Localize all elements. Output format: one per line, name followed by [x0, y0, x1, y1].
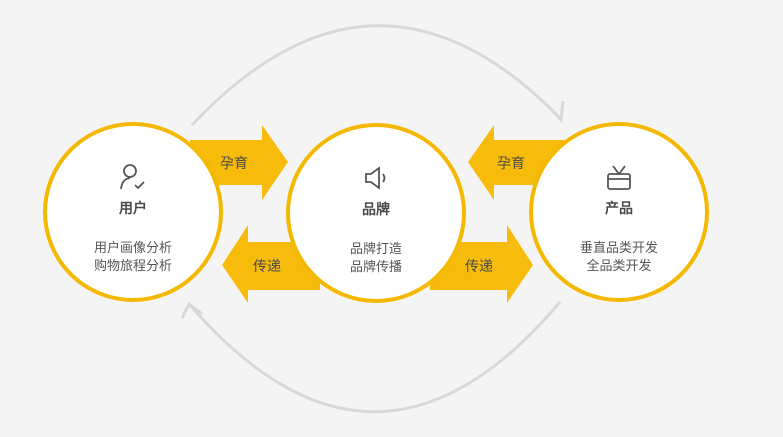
node-line: 全品类开发: [586, 259, 652, 274]
cycle-arrowhead-bottom: [180, 301, 203, 319]
node-product: 产品 垂直品类开发全品类开发: [529, 122, 709, 302]
speaker-icon: [290, 163, 462, 193]
cycle-arc-bottom: [188, 301, 562, 414]
cycle-arrowhead-top: [546, 100, 565, 124]
node-line: 垂直品类开发: [579, 241, 658, 256]
user-check-icon: [47, 162, 219, 192]
node-title: 用户: [119, 201, 147, 217]
node-brand: 品牌 品牌打造品牌传播: [286, 123, 466, 303]
node-user: 用户 用户画像分析购物旅程分析: [43, 122, 223, 302]
arrow-label-product-to-brand: 孕育: [497, 156, 525, 172]
node-title: 品牌: [362, 202, 390, 218]
node-title: 产品: [605, 201, 633, 217]
node-line: 用户画像分析: [93, 241, 172, 256]
arrow-label-brand-to-product: 传递: [465, 259, 493, 275]
arrow-label-brand-to-user: 传递: [253, 259, 281, 275]
node-line: 购物旅程分析: [93, 259, 172, 274]
cycle-arc-top: [190, 24, 562, 127]
tv-icon: [533, 162, 705, 192]
node-line: 品牌传播: [349, 260, 402, 275]
arrow-label-user-to-brand: 孕育: [220, 156, 248, 172]
node-line: 品牌打造: [349, 242, 402, 257]
